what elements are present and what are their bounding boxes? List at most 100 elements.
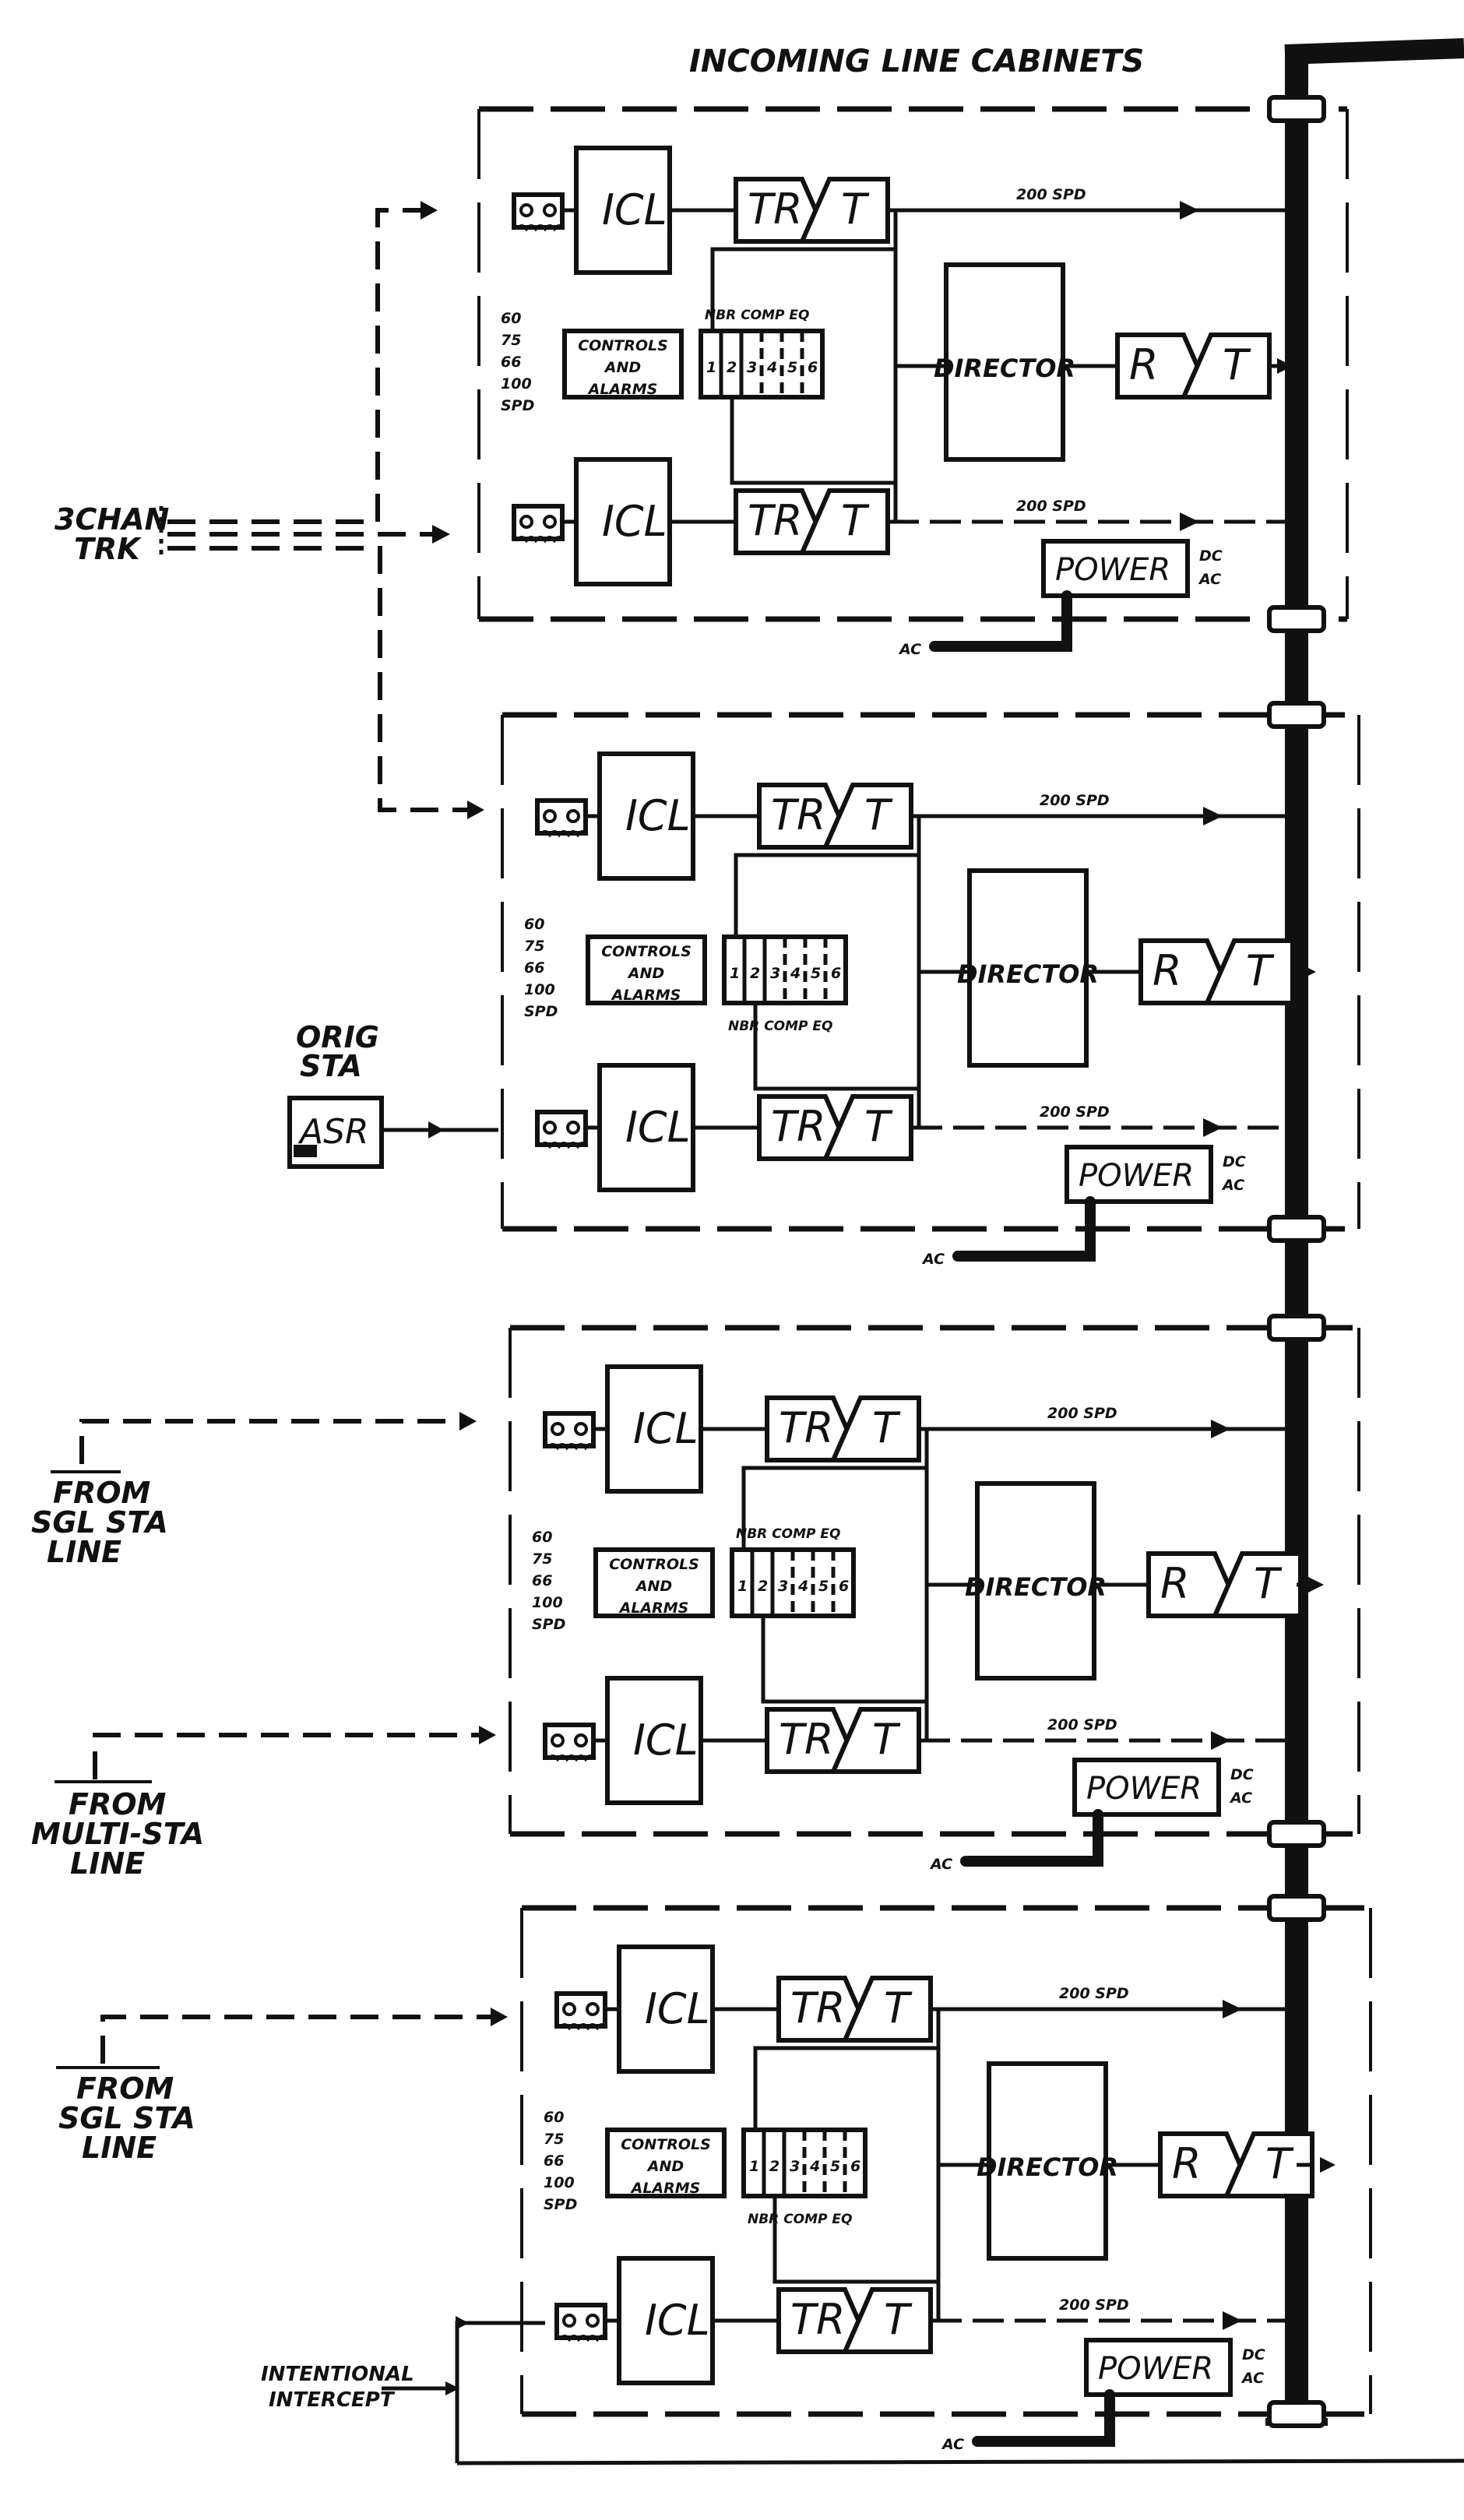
icl-label: ICL: [633, 1716, 699, 1765]
ac-feed-label: AC: [941, 2436, 964, 2453]
sgl-label-1-line-3: LINE: [47, 1535, 121, 1569]
comp-slot-label: 3: [770, 965, 780, 982]
comp-slot-label: 5: [787, 359, 797, 376]
bus-clamp-icon: [1267, 701, 1326, 729]
controls-label: ALARMS: [587, 381, 658, 398]
comp-slot-label: 2: [727, 359, 737, 376]
director-label: DIRECTOR: [934, 354, 1075, 383]
dc-output-label: DC: [1230, 1766, 1254, 1783]
ac-output-label: AC: [1241, 2370, 1264, 2387]
controls-label: AND: [604, 359, 641, 376]
speed-label: 100: [532, 1594, 563, 1611]
controls-label: CONTROLS: [609, 1556, 699, 1573]
sgl-label-2-line-2: SGL STA: [58, 2101, 195, 2135]
speed-label: 100: [544, 2174, 575, 2191]
line-speed-label: 200 SPD: [1047, 1405, 1117, 1422]
director-label: DIRECTOR: [965, 1572, 1107, 1602]
bus-clamp-icon: [1267, 1820, 1326, 1848]
comp-slot-label: 6: [808, 359, 818, 376]
xbox-left-label: TR: [771, 790, 826, 839]
speed-label: 60: [501, 310, 521, 327]
controls-alarms-box: [562, 329, 684, 399]
ac-feed-line: [952, 1196, 1096, 1262]
intercept-label-line-2: INTERCEPT: [269, 2388, 396, 2412]
jack-connector-icon: [554, 1991, 608, 2031]
input-label-line-1: 3CHAN: [55, 502, 169, 537]
icl-label: ICL: [625, 791, 691, 840]
speed-label: 66: [544, 2152, 564, 2170]
xbox-right-label: T: [872, 1715, 901, 1764]
arrow-icon: [1203, 1118, 1223, 1137]
arrow-icon: [1320, 2157, 1336, 2173]
arrow-icon: [1308, 1577, 1324, 1593]
line-speed-label: 200 SPD: [1016, 498, 1086, 515]
arrow-icon: [491, 2008, 508, 2026]
controls-label: CONTROLS: [578, 337, 668, 354]
xbox-left-label: TR: [748, 496, 803, 545]
xbox-right-label: T: [864, 1102, 893, 1151]
orig-label-line-1: ORIG: [296, 1020, 379, 1054]
arrow-icon: [467, 801, 484, 819]
comp-slot-label: 4: [790, 965, 801, 982]
arrow-icon: [1180, 201, 1199, 220]
jack-connector-icon: [543, 1723, 597, 1762]
bus-clamp-icon: [1267, 2400, 1326, 2428]
diagram-title: INCOMING LINE CABINETS: [689, 44, 1144, 79]
dc-output-label: DC: [1223, 1153, 1246, 1170]
power-label: POWER: [1098, 2351, 1213, 2387]
arrow-icon: [432, 525, 450, 544]
speed-label: 75: [532, 1550, 552, 1568]
speed-label: SPD: [501, 397, 534, 414]
input-label-line-2: TRK: [74, 532, 142, 566]
xbox-right-label: T: [1254, 1559, 1283, 1608]
arrow-icon: [1211, 1731, 1230, 1750]
arrow-icon: [445, 2381, 459, 2395]
icl-label: ICL: [633, 1404, 699, 1453]
xbox-left-label: TR: [779, 1403, 834, 1452]
arrow-icon: [421, 201, 438, 220]
arrow-icon: [428, 1121, 444, 1139]
speed-label: 60: [544, 2109, 564, 2126]
ac-output-label: AC: [1221, 1177, 1244, 1194]
input-from-multi-sta-line: FROM MULTI-STA LINE: [31, 1726, 496, 1881]
jack-connector-icon: [512, 504, 565, 544]
comp-slot-label: 5: [830, 2158, 840, 2175]
multi-label-line-2: MULTI-STA: [31, 1817, 204, 1851]
speed-label: 75: [524, 938, 544, 955]
xbox-left-label: R: [1129, 340, 1159, 389]
controls-label: AND: [646, 2158, 684, 2175]
line-speed-label: 200 SPD: [1040, 1103, 1110, 1121]
sgl-label-1-line-2: SGL STA: [31, 1505, 168, 1540]
ac-output-label: AC: [1198, 571, 1221, 588]
xbox-right-label: T: [841, 496, 870, 545]
xbox-left-label: R: [1172, 2139, 1202, 2188]
power-label: POWER: [1086, 1771, 1202, 1807]
director-box: [967, 868, 1089, 1068]
xbox-right-label: T: [884, 2295, 913, 2344]
icl-box: [617, 2256, 715, 2385]
icl-box: [574, 146, 672, 275]
icl-box: [574, 457, 672, 586]
controls-label: CONTROLS: [621, 2136, 711, 2153]
power-label: POWER: [1079, 1158, 1194, 1194]
power-box: [1072, 1758, 1221, 1817]
xbox-left-label: R: [1160, 1559, 1190, 1608]
line-speed-label: 200 SPD: [1040, 792, 1110, 809]
input-from-sgl-sta-line-2: FROM SGL STA LINE: [56, 2008, 508, 2165]
comp-slot-label: 4: [809, 2158, 820, 2175]
power-label: POWER: [1055, 552, 1170, 588]
line-speed-label: 200 SPD: [1059, 2297, 1129, 2314]
nbr-comp-eq-label: NBR COMP EQ: [705, 308, 809, 323]
